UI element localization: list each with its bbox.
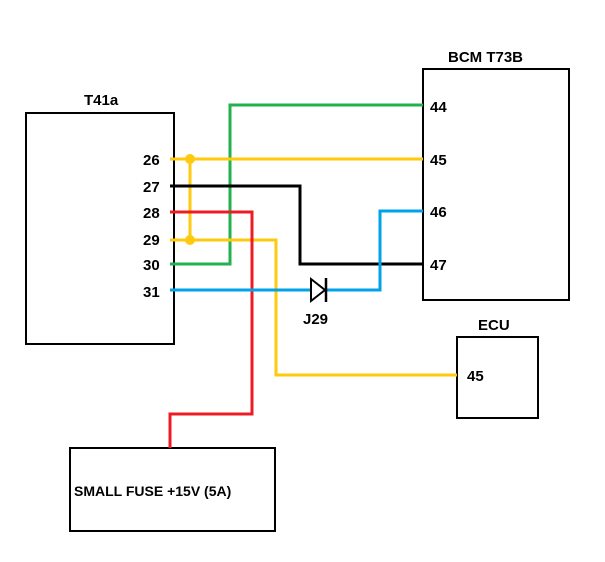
diode-label: J29 <box>303 311 328 328</box>
bcm-connector-box <box>422 68 570 301</box>
wire-yellow-29-ecu-45 <box>170 238 457 377</box>
bcm-pin-44: 44 <box>430 99 447 116</box>
diode-symbol <box>310 276 328 304</box>
t41a-pin-29: 29 <box>143 232 160 249</box>
junction-dot-29 <box>185 235 195 245</box>
t41a-pin-26: 26 <box>143 152 160 169</box>
ecu-pin-45: 45 <box>467 368 484 385</box>
fuse-label: SMALL FUSE +15V (5A) <box>74 483 231 499</box>
fuse-box <box>69 447 276 532</box>
bcm-pin-47: 47 <box>430 257 447 274</box>
t41a-pin-28: 28 <box>143 205 160 222</box>
t41a-pin-30: 30 <box>143 257 160 274</box>
t41a-pin-27: 27 <box>143 179 160 196</box>
wire-red-28-fuse <box>168 210 254 448</box>
bcm-title: BCM T73B <box>448 49 523 66</box>
diode-triangle <box>310 276 327 304</box>
t41a-connector-box <box>25 112 175 345</box>
t41a-title: T41a <box>84 92 119 109</box>
wire-black-27-47 <box>170 184 423 266</box>
bcm-pin-46: 46 <box>430 204 447 221</box>
junction-dot-26 <box>185 154 195 164</box>
bcm-pin-45: 45 <box>430 152 447 169</box>
ecu-box <box>456 336 539 419</box>
ecu-title: ECU <box>478 317 510 334</box>
wire-blue-diode-46 <box>325 209 423 292</box>
t41a-pin-31: 31 <box>143 284 160 301</box>
